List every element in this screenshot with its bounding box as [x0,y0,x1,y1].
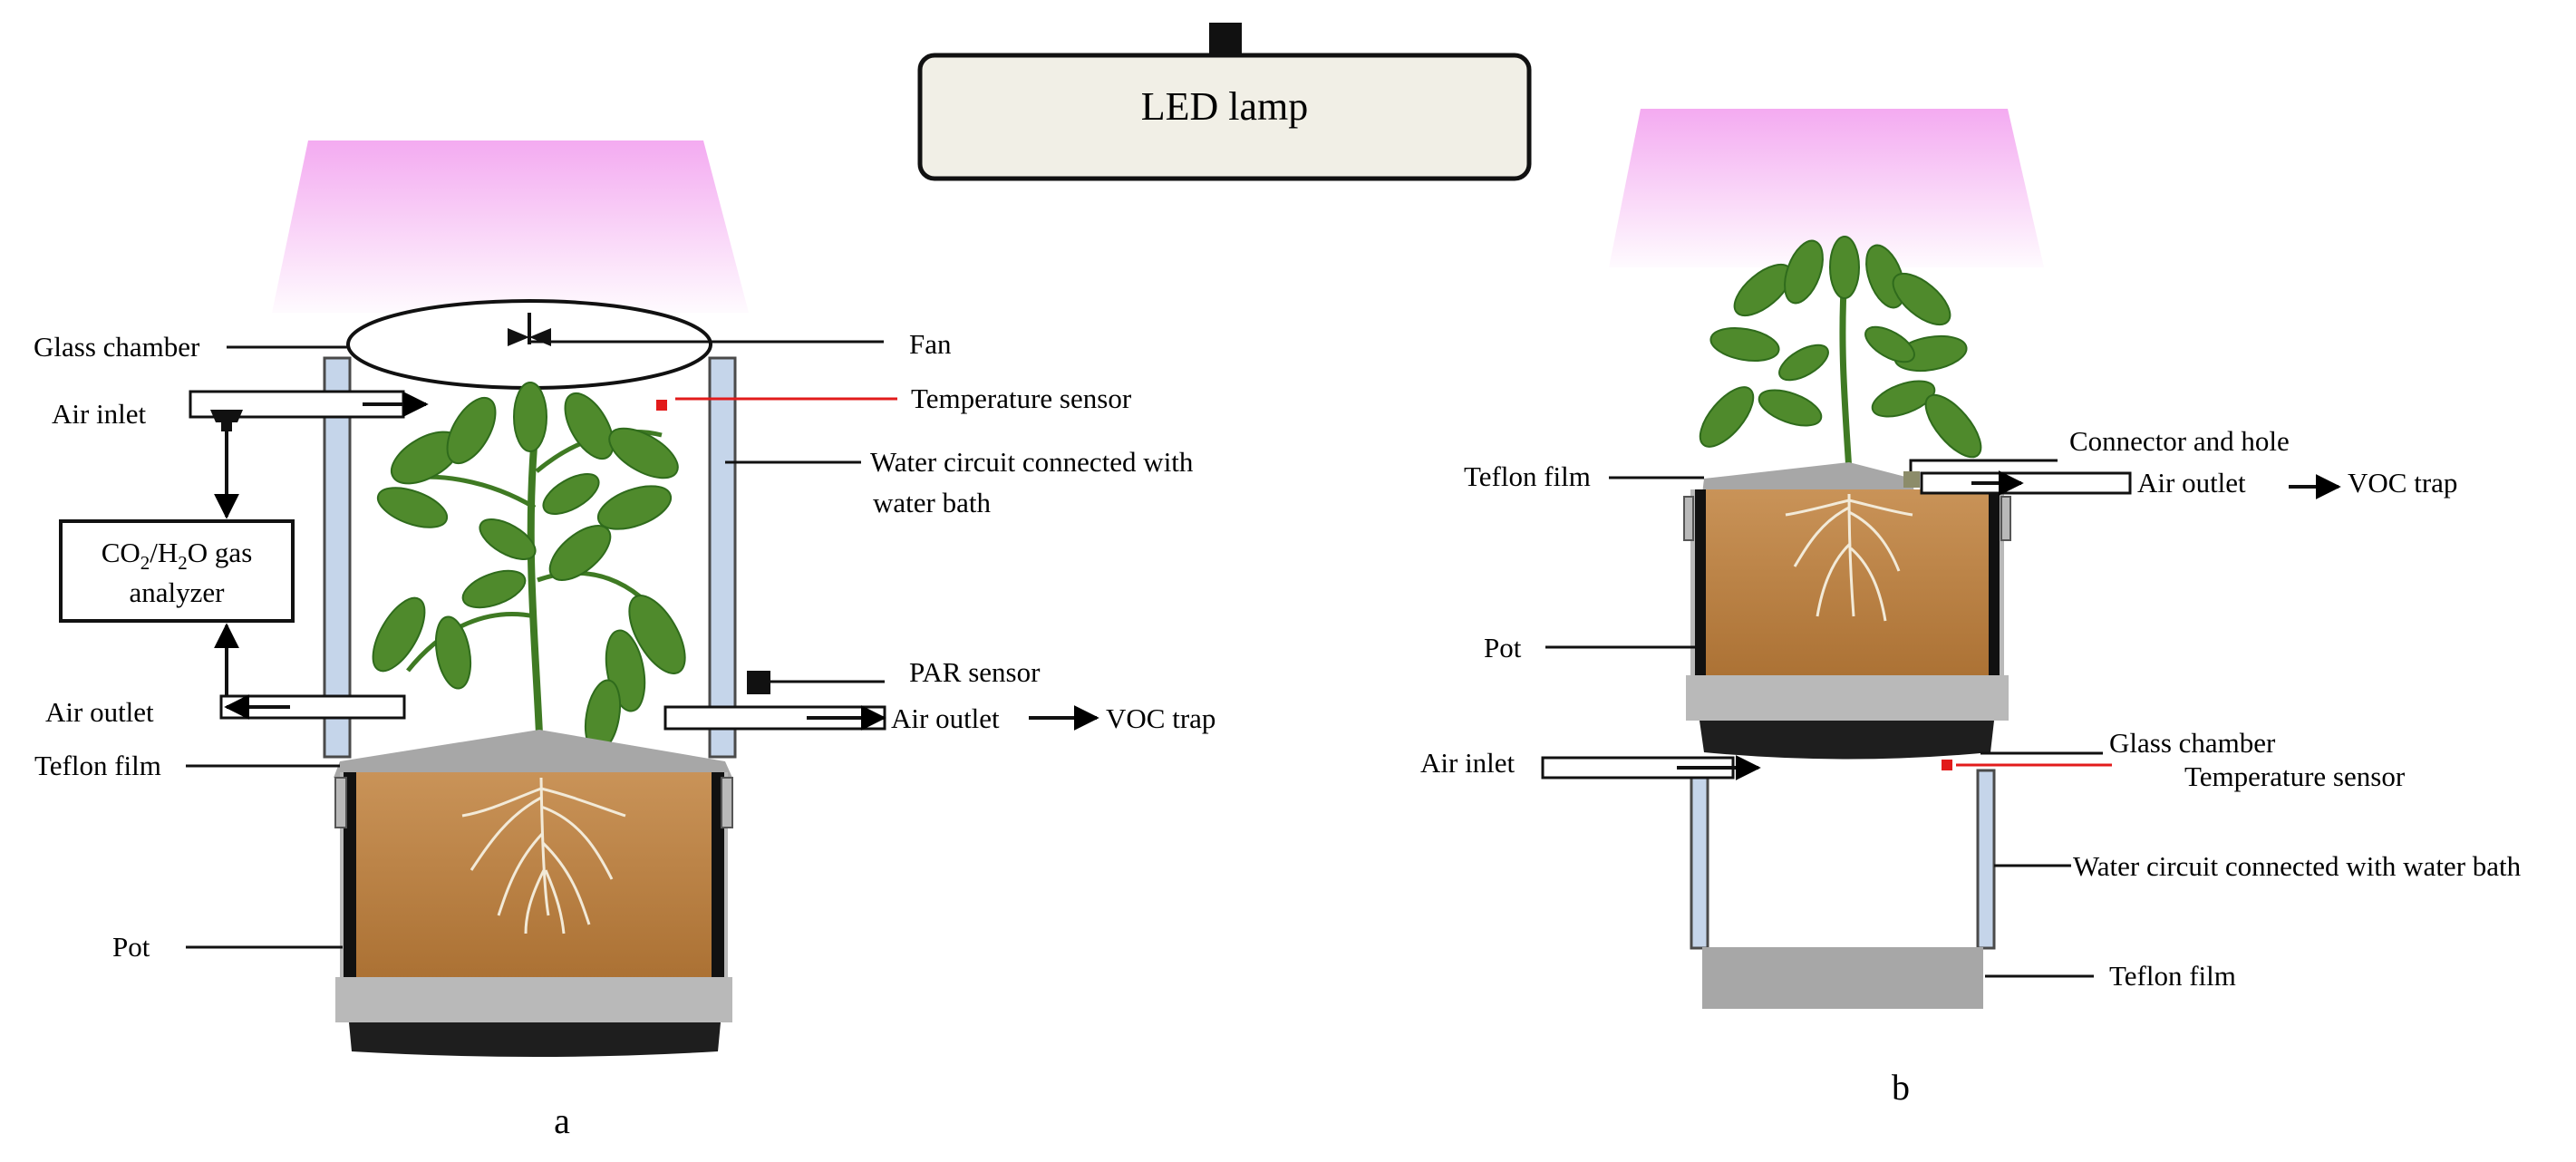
label-teflon-film-top-b: Teflon film [1464,460,1591,492]
lamp-mount [1209,23,1242,55]
glass-tube-left-b [1690,769,1709,950]
gas-analyzer-label: CO2/H2O gas [102,537,253,574]
label-water-circuit-a-1: Water circuit connected with [870,446,1194,478]
teflon-film-top-b [1702,462,1914,494]
pot-a [334,772,733,1057]
lamp-box [917,53,1532,181]
label-glass-chamber-a: Glass chamber [34,331,200,363]
teflon-film-bottom-b [1702,947,1983,1009]
light-cone-a [272,140,749,313]
light-cone-b [1609,109,2044,267]
label-par-sensor: PAR sensor [909,656,1041,688]
label-air-inlet-b: Air inlet [1420,747,1516,779]
pot-b [1683,489,2011,760]
label-temperature-sensor-a: Temperature sensor [911,382,1132,414]
label-pot-b: Pot [1484,632,1522,663]
t-junction-icon [210,410,243,431]
glass-tube-left-a [323,356,352,759]
label-pot-a: Pot [112,931,150,963]
label-voc-trap-a: VOC trap [1106,702,1215,734]
temperature-sensor-b [1942,760,1952,770]
label-fan: Fan [909,328,952,360]
label-air-outlet-b: Air outlet [2137,467,2246,499]
label-teflon-film-a: Teflon film [34,750,161,781]
air-outlet-tube-b [1920,471,2132,495]
label-air-outlet-right-a: Air outlet [891,702,1000,734]
label-voc-trap-b: VOC trap [2348,467,2457,499]
plant-b [1699,236,1982,472]
label-glass-chamber-b: Glass chamber [2109,727,2276,759]
plant-a [372,382,686,753]
panel-b: Connector and hole Teflon film Air outle… [1420,109,2522,1108]
teflon-film-a [334,730,732,778]
gas-analyzer-box [59,519,295,623]
label-air-outlet-left-a: Air outlet [45,696,154,728]
panel-a-caption: a [554,1100,570,1141]
temperature-sensor-a [656,400,667,411]
lamp-label: LED lamp [1141,84,1309,129]
connector-icon [1903,471,1920,488]
label-teflon-film-bottom-b: Teflon film [2109,960,2236,992]
glass-tube-right-b [1976,769,1996,950]
label-temperature-sensor-b: Temperature sensor [2184,760,2406,792]
label-air-inlet-a: Air inlet [52,398,147,430]
panel-b-caption: b [1892,1067,1910,1108]
panel-a: CO2/H2O gas analyzer Glass chamber Fan A… [34,140,1215,1141]
label-water-circuit-a-2: water bath [873,487,991,518]
label-connector-and-hole: Connector and hole [2069,425,2290,457]
label-water-circuit-b: Water circuit connected with water bath [2073,850,2522,882]
glass-tube-right-a [708,356,737,759]
gas-analyzer-label-line2: analyzer [130,576,226,608]
led-lamp: LED lamp [917,23,1532,181]
